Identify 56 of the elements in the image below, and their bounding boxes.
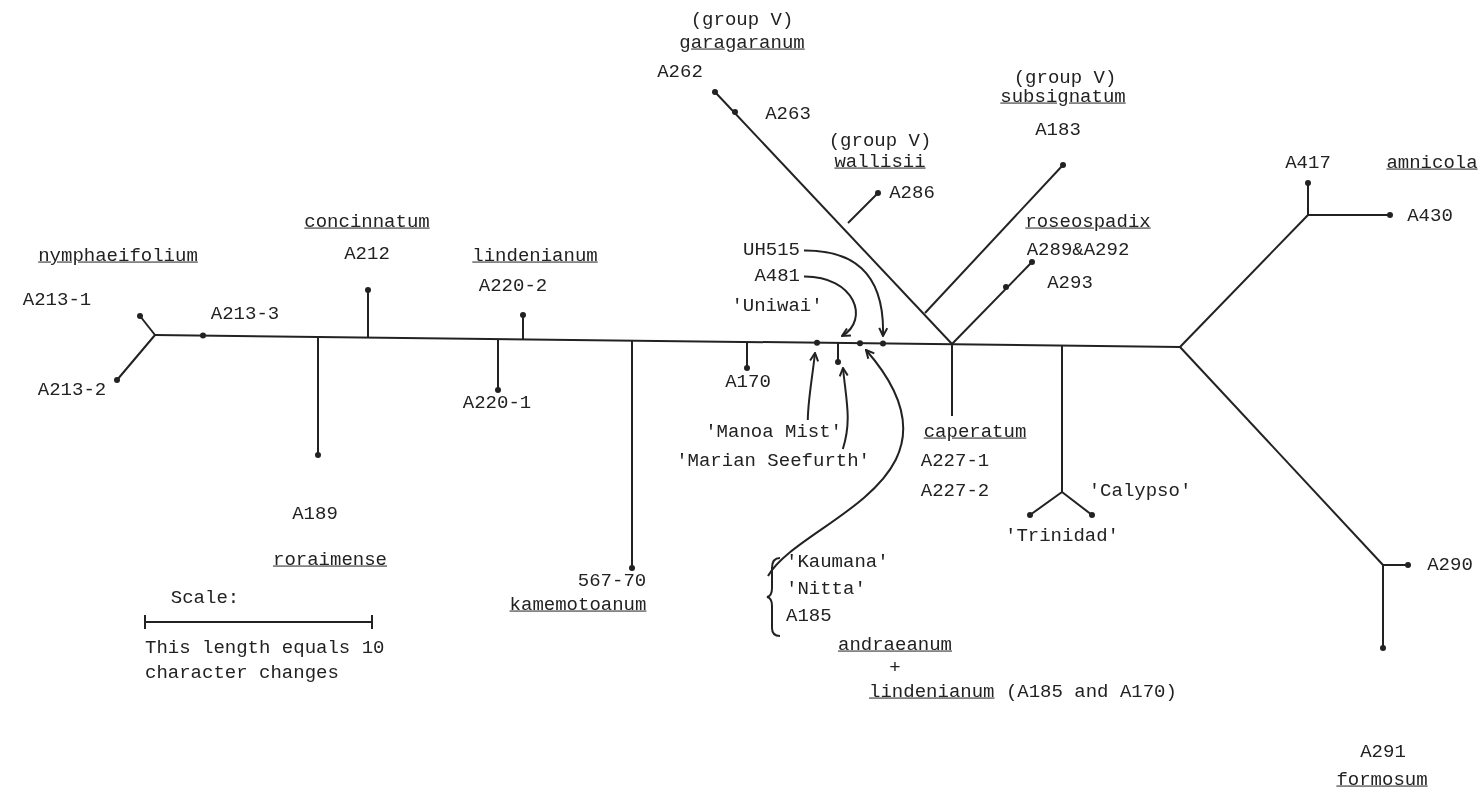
taxon-name: formosum (1336, 769, 1428, 791)
group-note: (group V) (690, 9, 794, 31)
taxon-name: nymphaeifolium (38, 245, 198, 267)
cultivar-label: 'Trinidad' (1005, 525, 1119, 547)
accession-label: A263 (765, 103, 811, 125)
leader-arrow (803, 249, 888, 337)
cultivar-label: 'Kaumana' (786, 552, 889, 573)
accession-label: A417 (1285, 152, 1331, 174)
accession-label: A430 (1407, 205, 1453, 227)
accession-label: A213-2 (37, 379, 107, 401)
taxon-name: kamemotoanum (509, 594, 647, 616)
accession-label: A293 (1047, 272, 1093, 294)
accession-label: 567-70 (577, 570, 647, 592)
taxon-name: garagaranum (679, 32, 805, 54)
accession-label: 'Manoa Mist' (705, 422, 842, 443)
accession-label: A262 (657, 61, 703, 83)
accession-label: A227-1 (920, 450, 990, 472)
cultivar-label: A185 (786, 606, 832, 627)
accession-label: A290 (1427, 554, 1473, 576)
accession-label: A291 (1360, 741, 1406, 763)
accession-label: A481 (754, 266, 800, 287)
taxon-name: roseospadix (1025, 211, 1151, 233)
accession-label: A286 (889, 182, 935, 204)
accession-label: 'Marian Seefurth' (676, 451, 870, 472)
cultivar-label: 'Uniwai' (731, 295, 823, 317)
leader-arrow (806, 352, 820, 421)
taxon-name: roraimense (273, 549, 387, 571)
taxon-name: lindenianum (472, 245, 598, 267)
accession-label: A227-2 (920, 480, 990, 502)
group-note: (group V) (828, 130, 932, 152)
accession-label: A183 (1035, 119, 1081, 141)
scale-title: Scale: (170, 587, 240, 609)
taxon-name: andraeanum (838, 634, 952, 656)
accession-label: A213-1 (22, 289, 92, 311)
taxon-name: concinnatum (304, 211, 430, 233)
taxon-name: wallisii (834, 151, 926, 173)
accession-label: A220-2 (478, 275, 548, 297)
accession-label: UH515 (743, 240, 800, 261)
accession-label: A213-3 (210, 303, 280, 325)
accession-label: A289&A292 (1026, 239, 1130, 261)
cultivar-label: 'Nitta' (786, 579, 866, 600)
scale-note: This length equals 10 character changes (145, 636, 386, 686)
leader-arrow (767, 349, 905, 577)
accession-label: A170 (725, 371, 771, 393)
leader-arrow (803, 275, 857, 337)
leader-arrow (838, 367, 849, 450)
taxon-name: subsignatum (1000, 86, 1126, 108)
plus-sign: + (889, 657, 901, 679)
taxon-name: caperatum (923, 421, 1027, 443)
accession-label: A212 (344, 243, 390, 265)
taxon-name: amnicola (1386, 152, 1478, 174)
cultivar-label: 'Calypso' (1088, 480, 1192, 502)
group-note: (group V) (1013, 67, 1117, 89)
accession-label: A189 (292, 503, 338, 525)
accession-label: A220-1 (462, 392, 532, 414)
taxon-note: lindenianum (A185 and A170) (869, 681, 1177, 703)
